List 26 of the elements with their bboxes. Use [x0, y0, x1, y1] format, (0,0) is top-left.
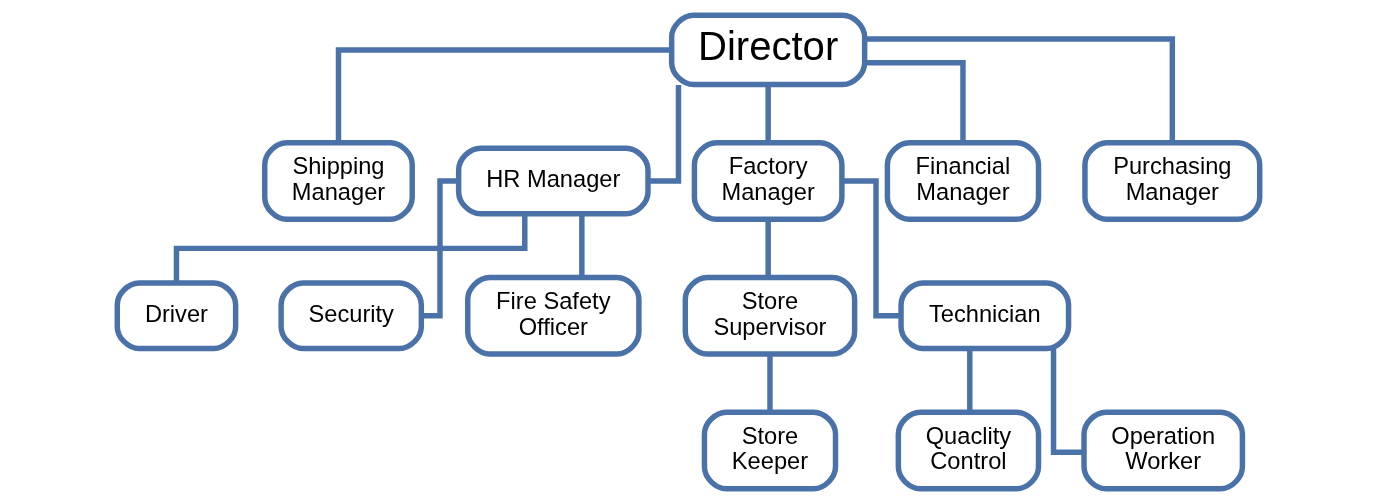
node-box: Purchasing Manager: [1081, 140, 1262, 222]
node-box: Fire Safety Officer: [464, 274, 642, 357]
node-box: Store Keeper: [701, 409, 838, 492]
node-box: Store Supervisor: [682, 274, 857, 357]
connector: [764, 219, 771, 278]
connector: [966, 349, 972, 412]
node-box: Driver: [114, 280, 238, 352]
connector: [578, 214, 585, 278]
connector: [766, 353, 773, 413]
connector: [864, 36, 1175, 143]
node-box: Financial Manager: [884, 140, 1041, 222]
node-box: Factory Manager: [691, 140, 845, 222]
node-box: Shipping Manager: [261, 140, 415, 222]
connector: [173, 213, 527, 283]
connector: [335, 47, 671, 143]
connector: [764, 85, 771, 143]
connector: [647, 85, 681, 184]
node-box: Director: [668, 12, 867, 88]
connector: [841, 178, 901, 319]
connector: [864, 59, 966, 143]
connector: [421, 178, 458, 319]
node-box: Technician: [897, 280, 1071, 352]
node-box: HR Manager: [455, 145, 651, 217]
node-box: Security: [277, 280, 424, 352]
node-box: Quaclity Control: [895, 409, 1041, 492]
node-box: Operation Worker: [1080, 409, 1245, 492]
